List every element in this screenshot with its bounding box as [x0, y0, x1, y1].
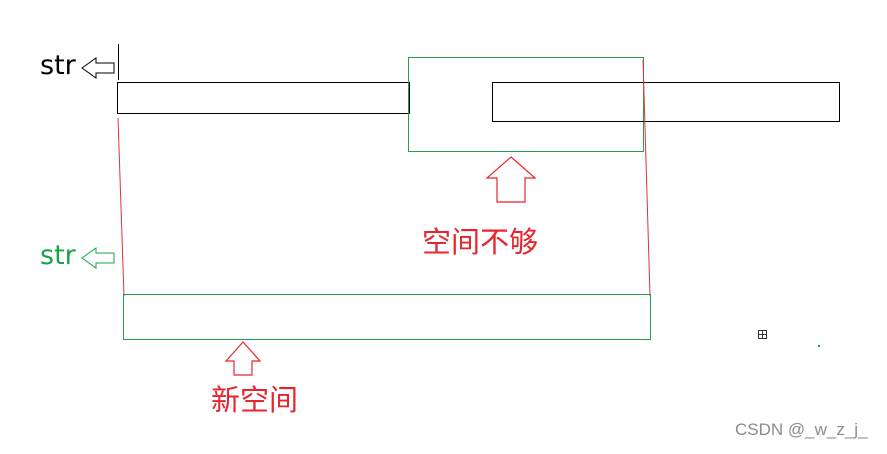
str-label-bottom: str	[40, 240, 76, 271]
arrow-up-icon	[485, 156, 537, 203]
arrow-up-icon	[224, 341, 262, 376]
arrow-left-icon	[81, 57, 115, 79]
insufficient-space-caption: 空间不够	[422, 225, 539, 259]
append-string-block	[492, 82, 840, 122]
arrow-left-icon	[81, 247, 115, 269]
new-space-block	[123, 294, 651, 340]
insufficient-space-region	[408, 57, 644, 152]
watermark: CSDN @_w_z_j_	[735, 420, 868, 439]
original-string-block	[117, 82, 410, 114]
green-dot	[818, 345, 820, 347]
str-label-top: str	[40, 50, 76, 81]
grid-icon	[758, 330, 767, 339]
expansion-line-left	[117, 117, 125, 297]
new-space-caption: 新空间	[211, 383, 299, 417]
expansion-line-right	[642, 59, 651, 297]
